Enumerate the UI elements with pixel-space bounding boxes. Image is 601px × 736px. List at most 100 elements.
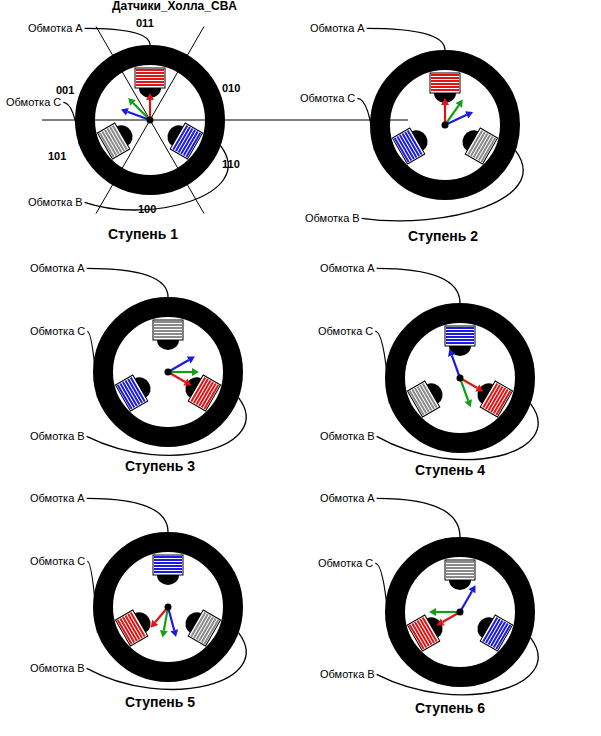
rotor-axis: [165, 369, 172, 376]
coil-winding: [154, 559, 182, 561]
coil-winding: [154, 321, 182, 323]
coil: [180, 605, 221, 646]
winding-label: Обмотка С: [6, 96, 61, 109]
pole-shoe: [182, 373, 202, 397]
coil-winding: [446, 561, 474, 563]
vector-head: [469, 585, 476, 593]
winding-label: Обмотка А: [30, 262, 85, 275]
hall-code: 100: [138, 203, 156, 216]
motor: [87, 268, 246, 455]
vector-head: [128, 98, 136, 106]
winding-label: Обмотка В: [28, 196, 83, 209]
field-vector: [168, 371, 192, 373]
field-vector: [445, 115, 467, 125]
winding-label: Обмотка С: [300, 92, 355, 105]
coil-body: [430, 73, 460, 93]
coil: [392, 123, 433, 164]
pole-shoe: [427, 613, 447, 637]
coil: [407, 376, 448, 417]
coil-winding: [125, 615, 139, 639]
pole-shoe: [449, 580, 471, 590]
field-vector: [436, 611, 460, 613]
pole-shoe: [459, 126, 479, 150]
field-vector: [460, 591, 472, 612]
coil-winding: [431, 89, 459, 91]
winding-label: Обмотка В: [30, 662, 85, 675]
coil-winding: [125, 380, 139, 404]
vector-head: [429, 608, 436, 616]
vector-head: [455, 100, 462, 108]
coil: [445, 560, 475, 590]
stator-ring: [103, 307, 233, 437]
hall-code: Датчики_Холла_CBA: [112, 0, 237, 14]
coil: [162, 118, 203, 159]
vector-head: [441, 98, 449, 105]
coil-winding: [136, 75, 164, 77]
stator-ring: [395, 547, 525, 677]
rotor-axis: [457, 375, 464, 382]
coil: [180, 370, 221, 411]
coil-body: [153, 320, 183, 340]
coil-winding: [446, 330, 474, 332]
coil-winding: [446, 336, 474, 338]
hall-code: 001: [56, 84, 74, 97]
coil-winding: [417, 620, 431, 644]
coil-winding: [431, 86, 459, 88]
step-caption: Ступень 1: [108, 226, 178, 242]
coil-winding: [446, 570, 474, 572]
step-caption: Ступень 5: [125, 694, 195, 710]
coil: [97, 118, 138, 159]
vector-head: [475, 385, 483, 392]
coil-winding: [136, 81, 164, 83]
vector-head: [170, 629, 178, 637]
field-vector: [168, 607, 174, 630]
wire: [367, 28, 445, 50]
coil-winding: [154, 568, 182, 570]
coil: [115, 370, 156, 411]
winding-label: Обмотка С: [30, 555, 85, 568]
pole-shoe: [157, 340, 179, 350]
coil-body: [445, 560, 475, 580]
motor: [357, 28, 523, 221]
motor: [375, 268, 538, 459]
wire: [87, 268, 168, 297]
pole-shoe: [427, 379, 447, 403]
winding-label: Обмотка А: [30, 492, 85, 505]
rotor-axis: [442, 122, 449, 129]
coil-winding: [197, 615, 211, 639]
stator-ring: [380, 60, 510, 190]
stator-ring: [395, 313, 525, 443]
vector-head: [192, 368, 199, 376]
motor: [63, 28, 228, 210]
coil-winding: [136, 84, 164, 86]
pole-shoe: [117, 121, 137, 145]
coil: [457, 123, 498, 164]
pole-shoe: [412, 126, 432, 150]
coil: [153, 320, 183, 350]
coil-winding: [446, 576, 474, 578]
step-caption: Ступень 6: [415, 700, 485, 716]
coil-winding: [474, 133, 488, 157]
vector-head: [437, 619, 445, 626]
vector-head: [151, 620, 159, 628]
coil-body: [135, 68, 165, 88]
pole-shoe: [449, 346, 471, 356]
winding-label: Обмотка С: [30, 325, 85, 338]
hall-code: 010: [222, 82, 240, 95]
vector-head: [160, 630, 168, 638]
field-vector: [127, 112, 150, 120]
coil-winding: [402, 133, 416, 157]
step-caption: Ступень 3: [125, 458, 195, 474]
coil-winding: [154, 571, 182, 573]
coil-winding: [446, 342, 474, 344]
field-vector: [168, 360, 189, 372]
field-vector: [452, 355, 460, 378]
coil-winding: [446, 327, 474, 329]
pole-shoe: [474, 613, 494, 637]
rotor-axis: [457, 609, 464, 616]
coil-winding: [154, 327, 182, 329]
coil-winding: [431, 80, 459, 82]
wire: [377, 268, 460, 303]
coil-winding: [179, 128, 193, 152]
